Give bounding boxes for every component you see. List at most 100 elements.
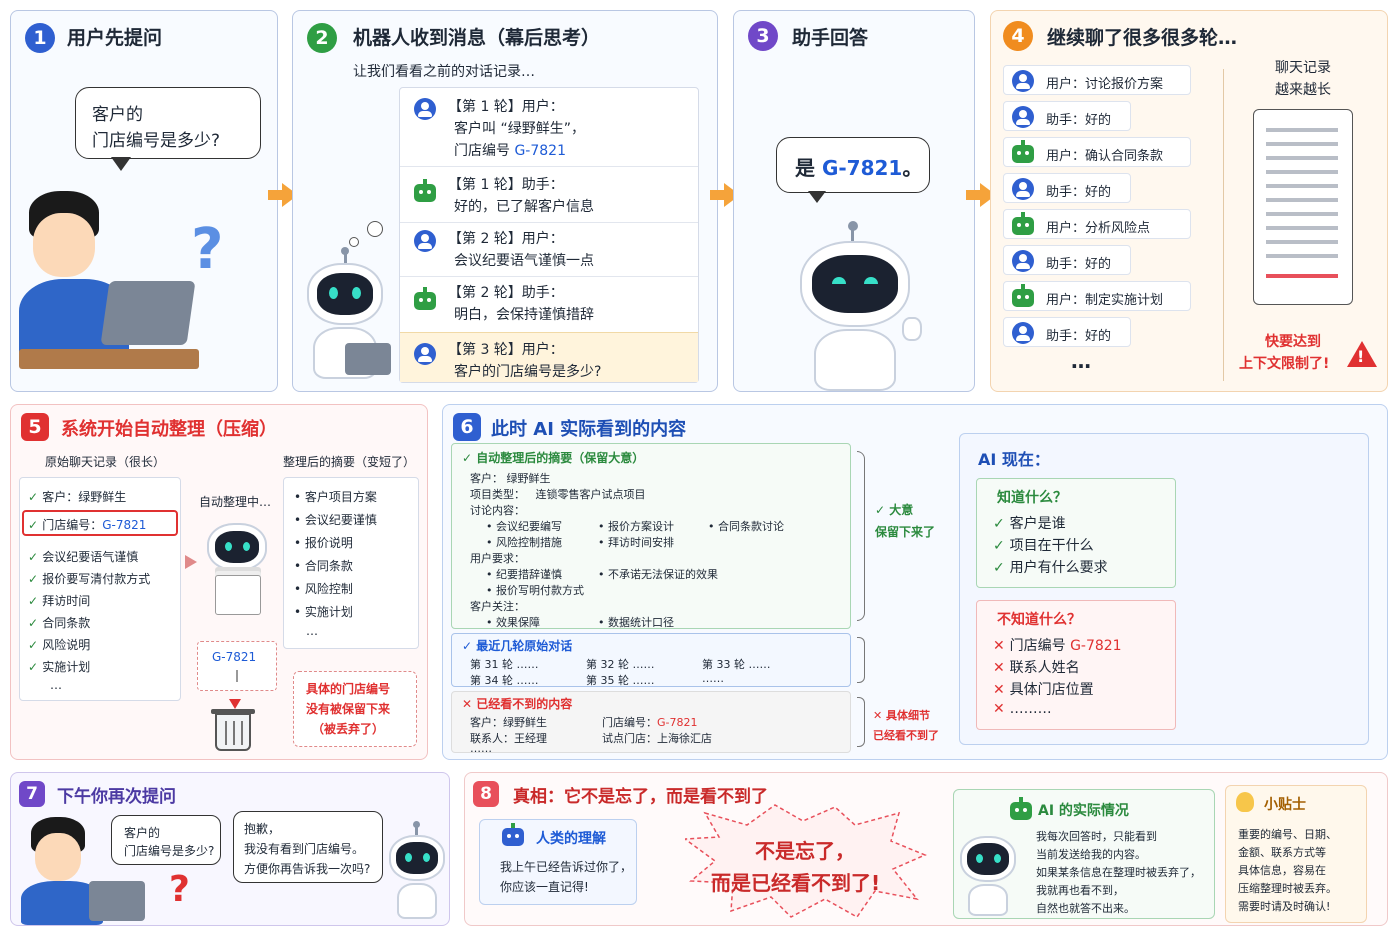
- human-understanding-card: 人类的理解 我上午已经告诉过你了， 你应该一直记得!: [479, 819, 637, 905]
- warning-icon: [1347, 341, 1377, 367]
- topic-text: 合同条款讨论: [718, 520, 784, 533]
- concern-item: • 效果保障: [486, 616, 540, 629]
- ai-reality-line: 我就再也看不到，: [1036, 884, 1124, 897]
- robot-body: [814, 329, 896, 391]
- scroll-icon: [1253, 109, 1353, 305]
- raw-item: ✓ 合同条款: [28, 614, 90, 631]
- check-icon: ✓: [28, 660, 43, 674]
- robot-eye: [243, 542, 250, 551]
- lightbulb-icon: [1236, 792, 1254, 812]
- robot-antenna: [341, 247, 349, 255]
- ai-reality-line: 自然也就答不出来。: [1036, 902, 1135, 915]
- user-face: [35, 833, 81, 881]
- topic-item: • 拜访时间安排: [598, 536, 674, 549]
- summary-item: • 风险控制: [294, 582, 353, 596]
- answer-text: 是 G-7821。: [795, 152, 922, 181]
- x-icon: ✕: [993, 638, 1010, 654]
- panel-2-subtitle: 让我们看看之前的对话记录…: [353, 64, 535, 80]
- unknown-text: 联系人姓名: [1009, 660, 1080, 676]
- robot-antenna: [413, 821, 420, 828]
- round-item-text: 助手：好的: [1046, 257, 1112, 272]
- panel-5-title: 系统开始自动整理（压缩）: [61, 419, 277, 440]
- divider: [400, 276, 698, 277]
- robot-eye: [864, 277, 878, 284]
- check-icon: ✓: [462, 639, 477, 653]
- lost-title-text: 已经看不到的内容: [476, 697, 573, 711]
- panel-7-ask-again: 7 下午你再次提问 客户的 门店编号是多少? ? 抱歉， 我没有看到门店编号。 …: [10, 772, 450, 926]
- summary-item: • 客户项目方案: [294, 490, 377, 504]
- answer-code: G-7821: [821, 156, 903, 180]
- ai-reality-card: AI 的实际情况 我每次回答时，只能看到 当前发送给我的内容。 如果某条信息在整…: [953, 789, 1215, 919]
- tip-card: 小贴士 重要的编号、日期、 金额、联系方式等 具体信息，容易在 压缩整理时被丢弃…: [1225, 785, 1367, 923]
- user-confused-illustration: [17, 815, 147, 925]
- detail-text: 具体细节: [886, 709, 931, 722]
- topics-label: 讨论内容：: [470, 504, 525, 517]
- check-icon: ✓: [993, 538, 1010, 554]
- lost-more: ……: [470, 742, 492, 755]
- recent-round: 第 32 轮 ……: [586, 658, 655, 671]
- robot-body: [968, 884, 1008, 916]
- requirement-text: 纪要措辞谨慎: [496, 568, 562, 581]
- row-3-line-1: 【第 2 轮】用户：: [448, 231, 564, 247]
- robot-reply-line-1: 抱歉，: [244, 822, 281, 836]
- raw-item: ✓ 会议纪要语气谨慎: [28, 548, 138, 565]
- scroll-line: [1266, 212, 1338, 216]
- row-2-line-2: 好的，已了解客户信息: [454, 199, 594, 215]
- round-item-text: 助手：好的: [1046, 185, 1112, 200]
- check-icon: ✓: [993, 516, 1010, 532]
- robot-face: [812, 255, 898, 313]
- step-number-5: 5: [21, 413, 49, 441]
- history-row-2: 【第 1 轮】助手： 好的，已了解客户信息: [400, 168, 698, 220]
- arrow-into-robot: [185, 555, 197, 569]
- tip-line: 压缩整理时被丢弃。: [1238, 882, 1337, 895]
- lost-callout: 具体的门店编号 没有被保留下来 （被丢弃了）: [293, 671, 417, 747]
- warn-line-2: 上下文限制了!: [1239, 356, 1330, 372]
- row-2-line-1: 【第 1 轮】助手：: [448, 177, 564, 193]
- client-label: 客户：: [470, 472, 503, 485]
- raw-log-card: ✓ 客户：绿野鲜生 ✓ 门店编号：G-7821 ✓ 会议纪要语气谨慎 ✓ 报价要…: [19, 477, 181, 701]
- keep-text: 大意: [889, 503, 914, 517]
- divider: [400, 222, 698, 223]
- row-1-line-1: 【第 1 轮】用户：: [448, 99, 564, 115]
- panel-1-title: 用户先提问: [67, 27, 163, 49]
- user-face: [33, 213, 95, 277]
- unknown-item: ✕ 门店编号 G-7821: [993, 635, 1122, 655]
- burst-polygon: [685, 804, 927, 918]
- scroll-line: [1266, 254, 1338, 258]
- user-icon: [1012, 322, 1034, 344]
- history-row-1: 【第 1 轮】用户： 客户叫 “绿野鲜生”， 门店编号 G-7821: [400, 88, 698, 164]
- burst-line-1: 不是忘了，: [755, 839, 855, 863]
- list-divider: [1223, 69, 1224, 381]
- keep-line-1: ✓ 大意: [875, 501, 913, 518]
- robot-face: [215, 531, 259, 563]
- burst-shape: [685, 804, 927, 918]
- step-number-3: 3: [748, 21, 778, 51]
- topic-item: • 会议纪要编写: [486, 520, 562, 533]
- raw-store-code: G-7821: [102, 518, 147, 532]
- summary-item: • 会议纪要谨慎: [294, 513, 377, 527]
- question-line-1: 客户的: [92, 105, 143, 125]
- row-1-store-label: 门店编号: [454, 143, 515, 159]
- raw-item: ✓ 报价要写清付款方式: [28, 570, 150, 587]
- question-bubble: 客户的 门店编号是多少?: [75, 87, 261, 159]
- question-mark-icon: ?: [169, 869, 190, 910]
- recent-round: ……: [702, 672, 724, 685]
- recent-title-text: 最近几轮原始对话: [476, 639, 573, 653]
- panel-6-title: 此时 AI 实际看到的内容: [491, 419, 687, 440]
- lost-store: 门店编号：G-7821: [602, 714, 698, 730]
- round-item: 助手：好的: [1003, 173, 1131, 203]
- robot-icon: [1012, 212, 1034, 235]
- ai-reality-line: 我每次回答时，只能看到: [1036, 830, 1157, 843]
- ai-reality-line: 当前发送给我的内容。: [1036, 848, 1146, 861]
- user-question-bubble: 客户的 门店编号是多少?: [111, 815, 221, 865]
- scroll-line: [1266, 198, 1338, 202]
- scroll-line: [1266, 156, 1338, 160]
- recent-rounds-box: ✓ 最近几轮原始对话 第 31 轮 …… 第 32 轮 …… 第 33 轮 ………: [451, 633, 851, 687]
- lost-client: 客户：绿野鲜生: [470, 716, 547, 729]
- user-icon: [414, 230, 436, 252]
- step-number-1: 1: [25, 23, 55, 53]
- topic-text: 报价方案设计: [608, 520, 674, 533]
- raw-item-text: 合同条款: [42, 616, 91, 630]
- user-icon: [414, 98, 436, 120]
- x-icon: ✕: [873, 709, 887, 722]
